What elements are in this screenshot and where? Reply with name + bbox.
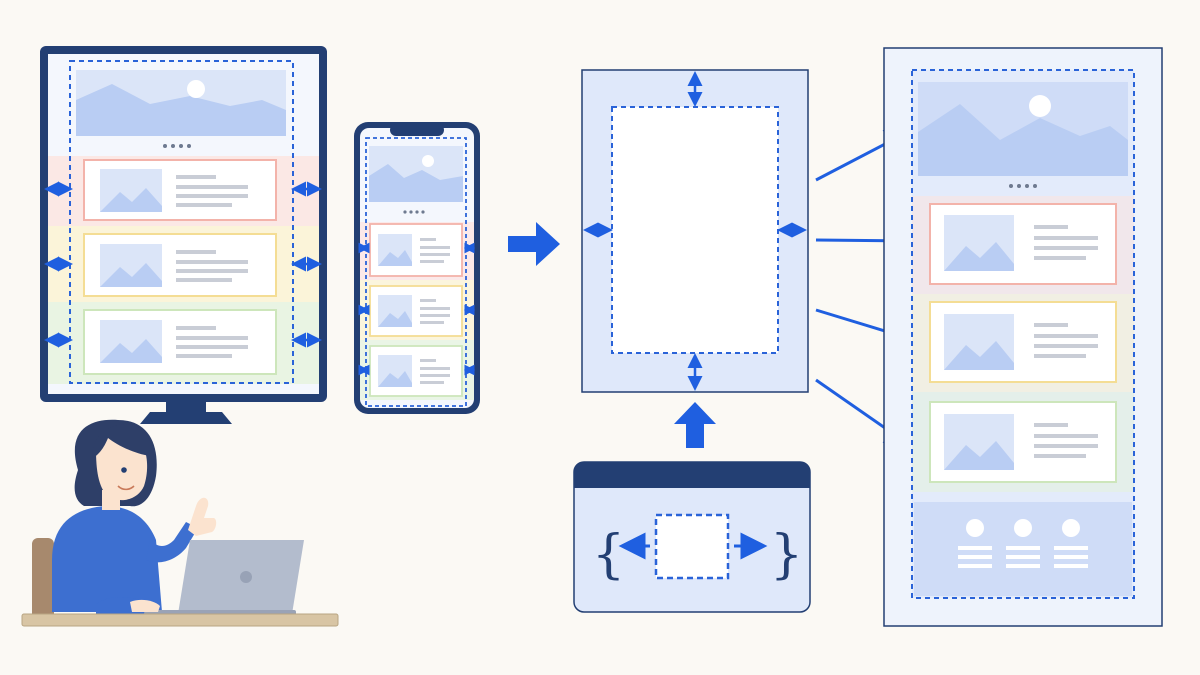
phone-margin-arrows <box>358 242 476 376</box>
phone-icon <box>354 122 480 414</box>
phone-hero-image <box>369 146 463 202</box>
desktop-card <box>83 309 277 375</box>
margin-arrows <box>44 181 322 348</box>
result-footer <box>914 502 1132 596</box>
phone-carousel-dots <box>403 210 425 214</box>
person-icon <box>21 419 339 627</box>
layout-frame-icon <box>581 69 809 393</box>
result-hero-image <box>918 82 1128 176</box>
code-braces-icon: { } <box>573 461 811 613</box>
phone-card <box>369 223 463 277</box>
svg-text:{: { <box>592 525 625 585</box>
result-card <box>929 203 1117 285</box>
result-card <box>929 301 1117 383</box>
desktop-card <box>83 159 277 221</box>
svg-text:}: } <box>770 525 803 585</box>
desktop-card <box>83 233 277 297</box>
arrow-icon <box>674 402 716 448</box>
result-layout <box>883 47 1163 627</box>
padding-arrows <box>583 71 807 391</box>
result-carousel-dots <box>1009 184 1037 188</box>
monitor-icon <box>40 46 327 424</box>
arrow-icon <box>508 222 560 266</box>
phone-card <box>369 285 463 337</box>
carousel-dots <box>163 144 191 148</box>
phone-card <box>369 345 463 397</box>
result-card <box>929 401 1117 483</box>
hero-image <box>76 70 286 136</box>
